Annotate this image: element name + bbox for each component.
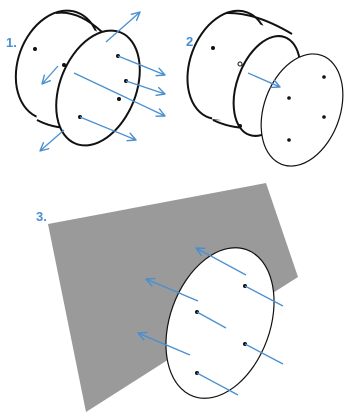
step-2-label: 2.	[186, 34, 197, 49]
cylinder-top-edge	[225, 11, 293, 35]
arrow	[73, 72, 166, 117]
arrow	[137, 331, 191, 356]
screw-dot	[322, 115, 326, 119]
screw-dot	[211, 46, 215, 50]
step-3-illustration: 3.	[36, 183, 298, 412]
arrow	[196, 372, 239, 396]
arrow	[145, 277, 199, 302]
step-2-illustration: 2.	[186, 9, 344, 167]
arrow	[196, 311, 227, 329]
arrow	[195, 247, 247, 276]
screw-dot	[287, 96, 291, 100]
screw-dot	[237, 61, 243, 67]
detached-lid	[260, 53, 344, 167]
arrow	[125, 80, 166, 96]
arrow	[79, 116, 137, 142]
wall-surface	[48, 183, 298, 412]
arrow	[244, 285, 284, 307]
arrow	[247, 72, 281, 89]
screw-dot	[33, 47, 37, 51]
screw-dot	[117, 97, 121, 101]
cylinder-front-rim	[55, 29, 141, 147]
screw-dot	[322, 75, 326, 79]
arrow	[39, 129, 65, 152]
step-3-label: 3.	[36, 209, 47, 224]
step-3-arrows	[137, 247, 284, 396]
lid-screws	[287, 75, 326, 142]
step-1-label: 1.	[6, 35, 17, 50]
arrow	[117, 55, 166, 77]
arrow	[105, 11, 141, 43]
screw-dot	[238, 124, 242, 128]
cylinder-top-edge	[55, 11, 103, 33]
lid-on-wall	[165, 247, 275, 399]
step-1-illustration: 1.	[6, 9, 166, 152]
screw-dot	[62, 63, 66, 67]
arrow	[41, 65, 59, 85]
arrow	[244, 343, 284, 365]
step-1-arrows	[39, 11, 166, 152]
screw-dot	[287, 138, 291, 142]
